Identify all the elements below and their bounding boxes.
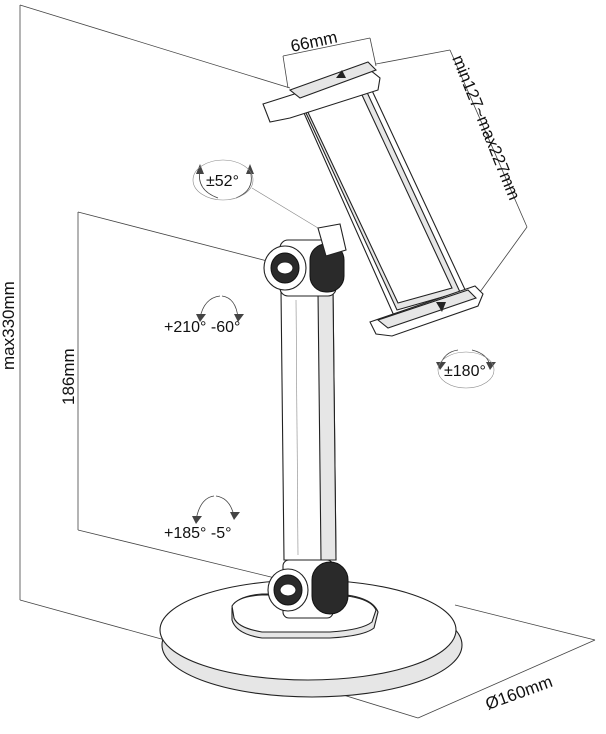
base-diameter-label: Ø160mm bbox=[483, 672, 555, 714]
rotation-arrows bbox=[192, 159, 496, 524]
arm bbox=[280, 289, 337, 561]
tablet-spin-label: ±180° bbox=[444, 363, 486, 380]
upper-joint bbox=[263, 239, 345, 297]
arm-height-label: 186mm bbox=[59, 348, 78, 405]
clamp-width-label: 66mm bbox=[289, 28, 339, 56]
upper-joint-label: +210° -60° bbox=[164, 319, 240, 336]
total-height-label: max330mm bbox=[0, 281, 18, 370]
tablet-range-label: min127~max227mm bbox=[448, 52, 523, 202]
lower-joint bbox=[267, 559, 349, 619]
head-tilt-label: ±52° bbox=[206, 173, 239, 190]
lower-joint-label: +185° -5° bbox=[164, 525, 232, 542]
tablet-holder bbox=[262, 61, 484, 337]
